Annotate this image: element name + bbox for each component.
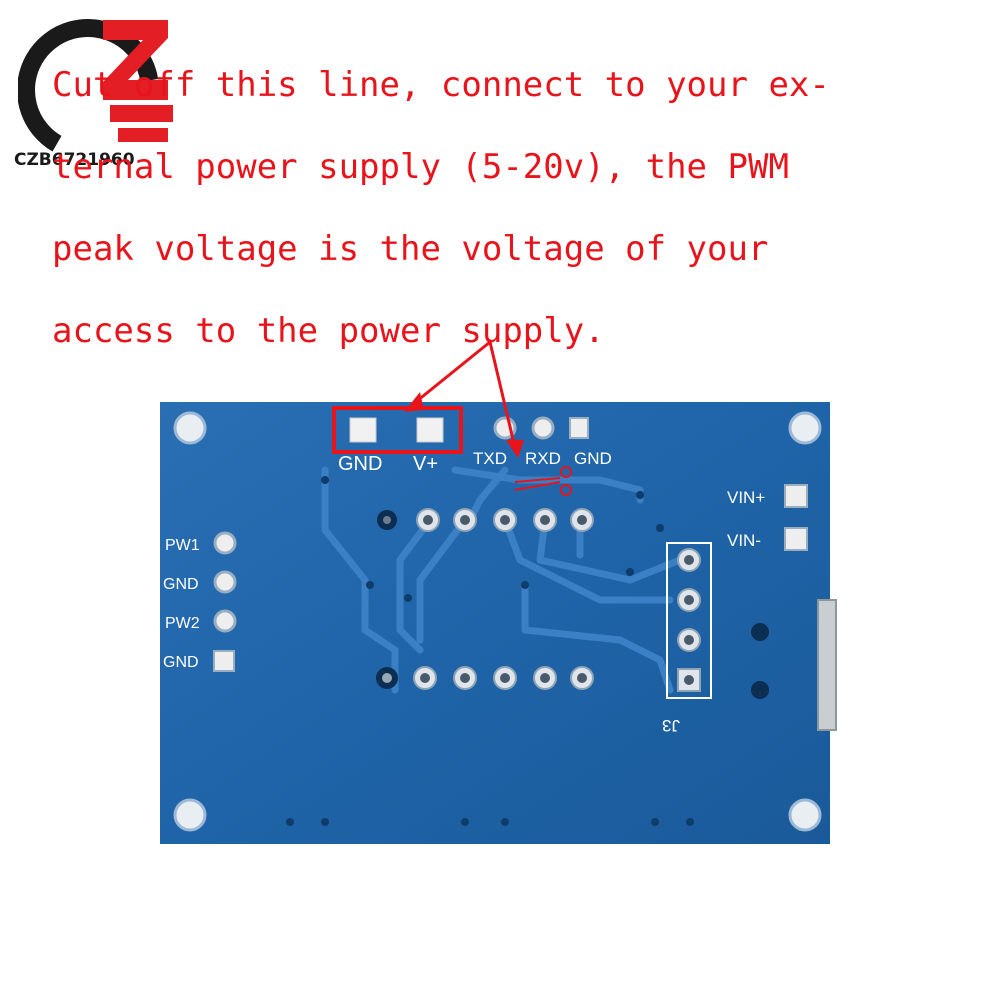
usb-connector-edge	[817, 599, 837, 731]
instruction-line-3: peak voltage is the voltage of your	[52, 229, 769, 269]
gnd-serial-pad	[569, 417, 589, 439]
logo-text: CZB6721960	[14, 150, 135, 170]
component-hole	[751, 681, 769, 699]
scissors-icon	[514, 466, 572, 496]
brand-logo	[18, 19, 173, 161]
pcb-body	[160, 402, 830, 844]
top-pin-row	[377, 508, 594, 532]
bottom-pin-row	[376, 666, 594, 690]
component-hole	[751, 623, 769, 641]
label-gnd-serial: GND	[574, 449, 612, 468]
instruction-line-2: ternal power supply (5-20v), the PWM	[52, 147, 789, 187]
label-txd: TXD	[473, 449, 507, 468]
label-gnd-left-2: GND	[163, 654, 199, 671]
instruction-line-4: access to the power supply.	[52, 311, 605, 351]
gnd-top-pad	[349, 417, 377, 443]
rxd-pad	[531, 416, 555, 440]
label-vplus: V+	[413, 453, 438, 475]
mounting-holes	[173, 411, 822, 832]
j3-header	[666, 542, 712, 699]
vin-minus-pad	[784, 527, 808, 551]
power-pads-highlight-box	[332, 406, 463, 454]
left-pads	[213, 531, 237, 672]
label-pw2: PW2	[165, 615, 200, 632]
label-rxd: RXD	[525, 449, 561, 468]
pointer-arrows	[404, 340, 524, 458]
instruction-text: Cut off this line, connect to your ex- t…	[52, 44, 972, 372]
label-pw1: PW1	[165, 537, 200, 554]
label-vin-plus: VIN+	[727, 488, 765, 507]
pcb-vias	[286, 476, 694, 826]
label-gnd-top: GND	[338, 453, 382, 475]
label-j3: J3	[662, 716, 680, 735]
instruction-line-1: Cut off this line, connect to your ex-	[52, 65, 830, 105]
label-gnd-left-1: GND	[163, 576, 199, 593]
vplus-pad	[416, 417, 444, 443]
vin-plus-pad	[784, 484, 808, 508]
label-vin-minus: VIN-	[727, 531, 761, 550]
